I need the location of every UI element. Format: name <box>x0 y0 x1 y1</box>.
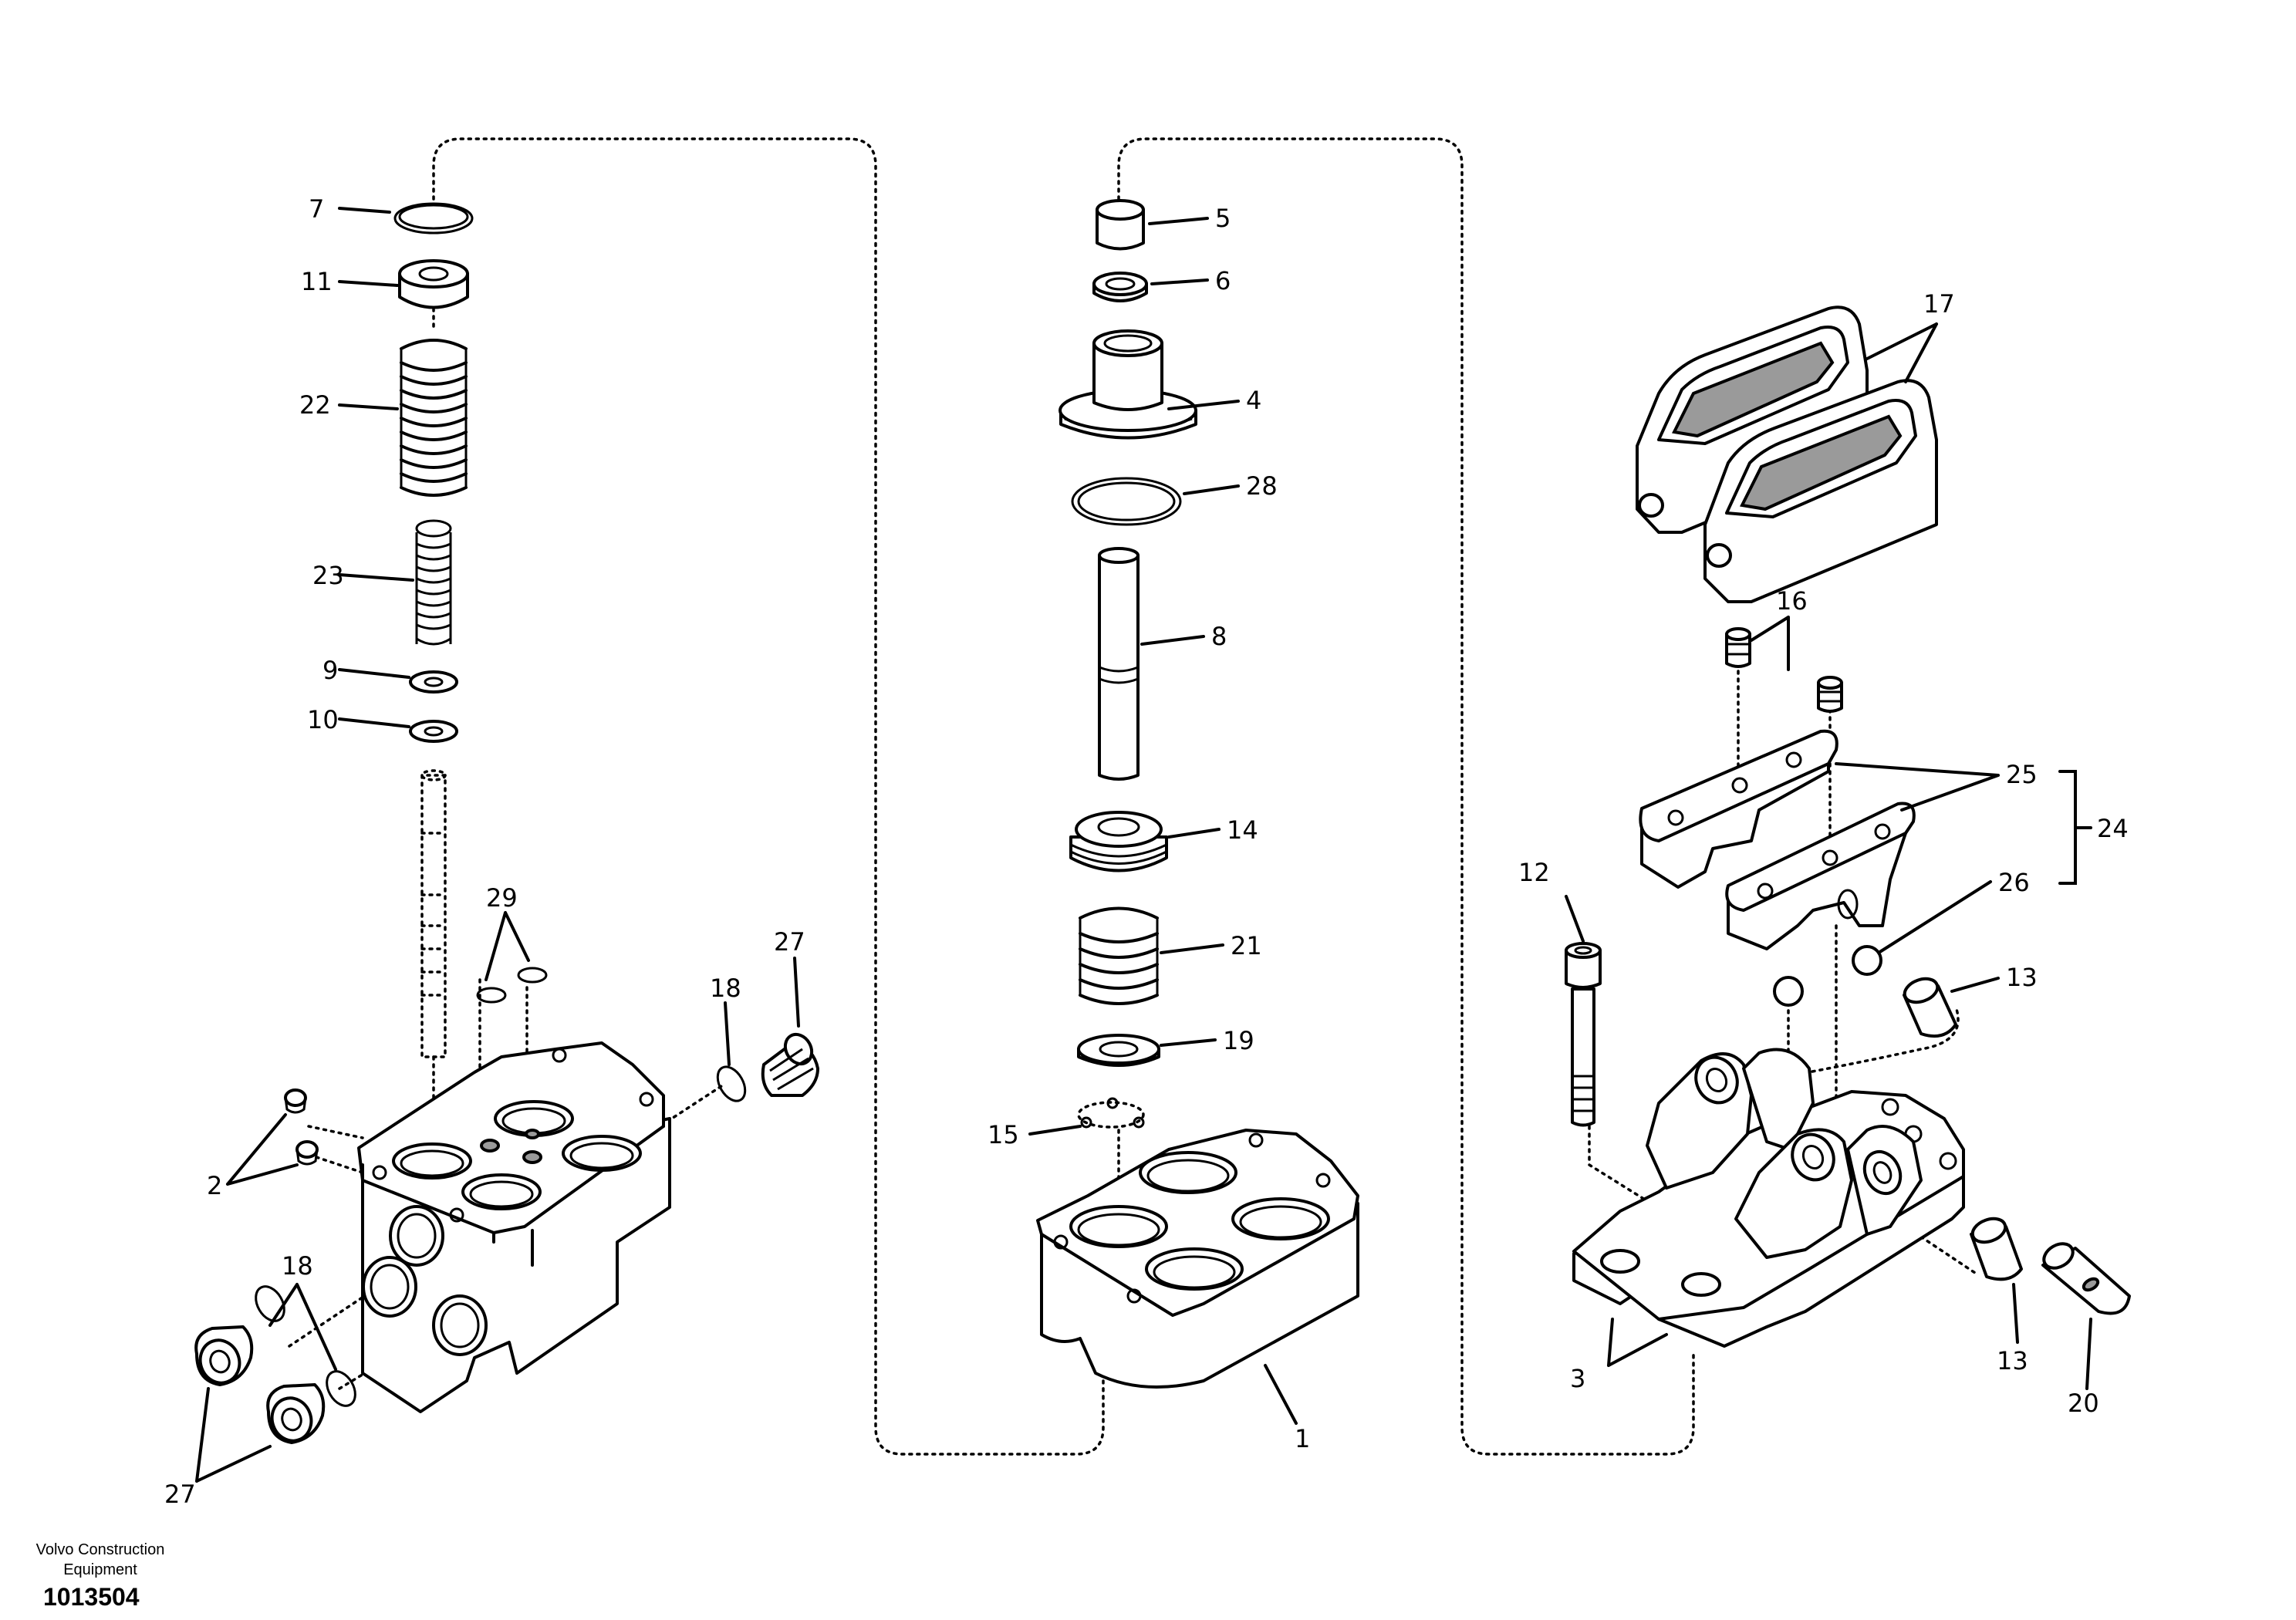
part-plates-25 <box>1639 729 1916 950</box>
part-o-ring-18-right <box>716 1065 747 1102</box>
part-washer-19 <box>1077 1034 1160 1067</box>
callout-17: 17 <box>1923 289 1955 319</box>
callout-15: 15 <box>988 1120 1019 1149</box>
callout-27-left: 27 <box>164 1480 196 1509</box>
callout-2: 2 <box>207 1171 222 1200</box>
part-o-ring-7 <box>393 202 474 235</box>
part-washer-10 <box>409 720 458 743</box>
part-balls-15 <box>1077 1097 1145 1129</box>
part-bushing-5 <box>1096 199 1145 251</box>
callout-11: 11 <box>301 267 333 296</box>
callout-14: 14 <box>1227 815 1258 845</box>
callout-13-lower: 13 <box>1997 1346 2028 1375</box>
callout-10: 10 <box>307 705 339 734</box>
part-spool-hidden <box>420 769 447 1058</box>
callout-1: 1 <box>1295 1424 1310 1453</box>
callout-18-right: 18 <box>710 974 741 1003</box>
part-o-rings-18-left <box>255 1285 356 1407</box>
part-spring-seat-14 <box>1069 811 1168 872</box>
part-spring-21 <box>1079 906 1159 1005</box>
part-spring-23 <box>415 519 452 646</box>
callout-16: 16 <box>1776 586 1808 616</box>
part-valve-body <box>357 1041 671 1413</box>
part-pusher-8 <box>1098 547 1140 781</box>
part-plug-4 <box>1059 329 1197 440</box>
part-plugs-2 <box>284 1088 319 1166</box>
callout-19: 19 <box>1223 1026 1254 1055</box>
callout-28: 28 <box>1246 471 1278 501</box>
footer-drawing-number: 1013504 <box>43 1583 140 1611</box>
part-spring-seat-11 <box>398 259 469 309</box>
part-bolt-12 <box>1565 942 1602 1127</box>
callout-12: 12 <box>1518 858 1550 887</box>
callout-20: 20 <box>2068 1389 2099 1418</box>
part-spring-22 <box>400 339 468 497</box>
callout-25: 25 <box>2006 760 2038 789</box>
callout-5: 5 <box>1215 204 1231 233</box>
callout-13-upper: 13 <box>2006 963 2038 992</box>
callout-22: 22 <box>299 390 331 420</box>
part-plugs-16 <box>1725 627 1843 713</box>
part-washer-9 <box>409 670 458 694</box>
part-bushing-13-lower <box>1970 1217 2023 1281</box>
callout-8: 8 <box>1211 622 1227 651</box>
callout-3: 3 <box>1570 1364 1585 1393</box>
part-bushing-13-upper <box>1903 977 1957 1038</box>
callout-29: 29 <box>486 883 518 913</box>
part-boots-17 <box>1636 305 1938 603</box>
part-lugs <box>1646 1048 1923 1259</box>
part-pin-20 <box>2041 1242 2131 1315</box>
callout-26: 26 <box>1998 868 2030 897</box>
callout-27-right: 27 <box>774 927 805 957</box>
callout-18-left: 18 <box>282 1251 313 1281</box>
part-balls-26 <box>1773 945 1882 1007</box>
part-plugs-27-left <box>194 1325 326 1444</box>
callout-23: 23 <box>312 561 344 590</box>
part-seal-6 <box>1092 272 1148 302</box>
part-o-rings-29 <box>476 967 548 1004</box>
callout-24: 24 <box>2097 814 2129 843</box>
callout-labels: 7 11 22 23 9 10 29 18 27 2 18 27 5 6 4 2… <box>164 194 2129 1509</box>
part-plug-27-right <box>761 1032 819 1097</box>
callout-21: 21 <box>1231 931 1262 960</box>
callout-4: 4 <box>1246 386 1261 415</box>
callout-6: 6 <box>1215 266 1231 295</box>
part-casing-1 <box>1036 1129 1359 1389</box>
part-o-ring-28 <box>1071 477 1182 526</box>
callout-9: 9 <box>322 656 338 685</box>
footer-company-name: Volvo Construction Equipment <box>35 1541 165 1578</box>
leader-lines <box>195 207 2092 1483</box>
callout-7: 7 <box>309 194 324 224</box>
